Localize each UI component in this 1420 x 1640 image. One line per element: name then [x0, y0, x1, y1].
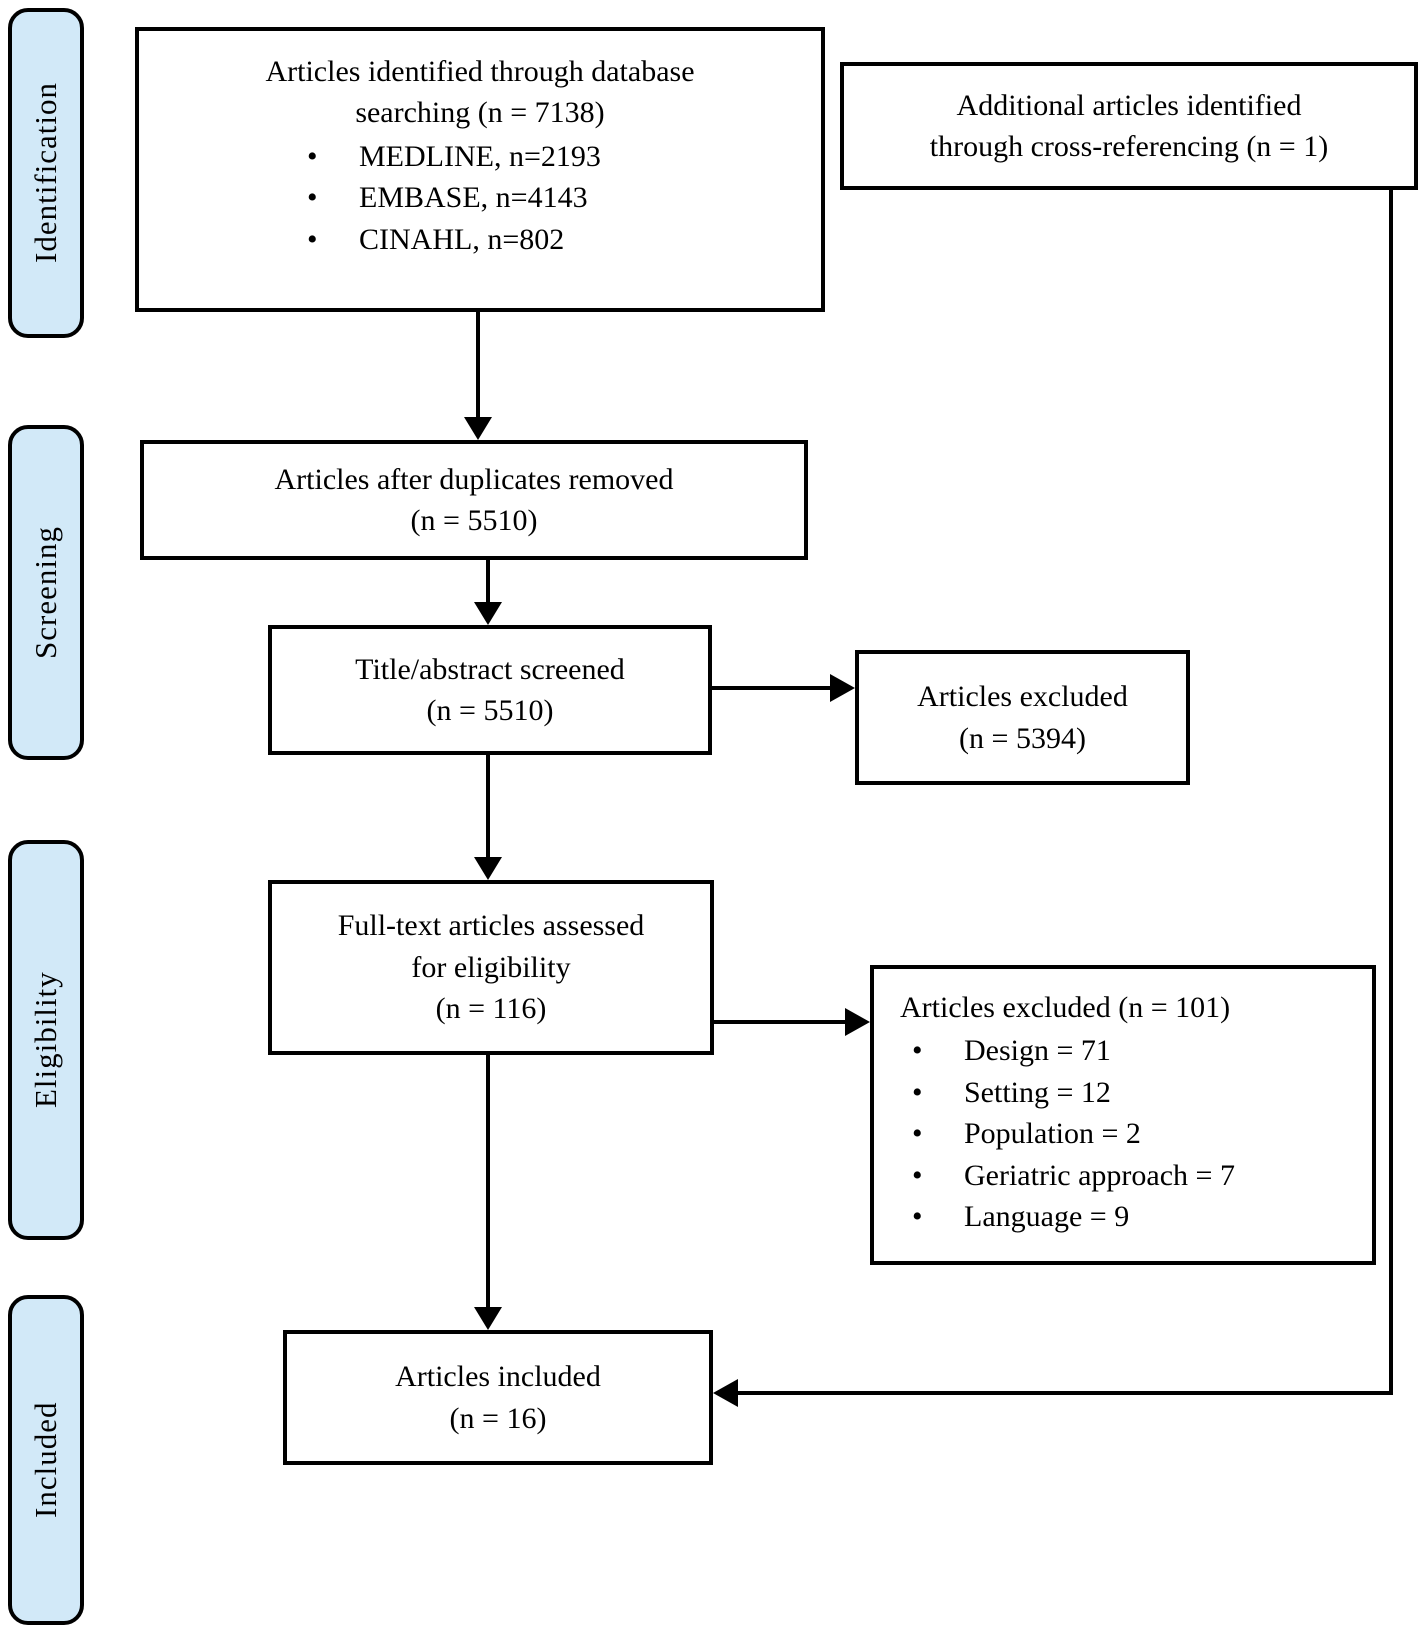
connector-screened-to-fulltext-line — [486, 755, 490, 860]
connector-crossref-elbow-horizontal-line — [736, 1391, 1393, 1395]
box-articles-included: Articles included (n = 16) — [283, 1330, 713, 1465]
connector-fulltext-to-included-arrowhead — [474, 1307, 502, 1330]
box-articles-included-line2: (n = 16) — [449, 1401, 547, 1435]
stage-label-included: Included — [8, 1295, 84, 1625]
box-excluded-full-text: Articles excluded (n = 101) Design = 71S… — [870, 965, 1376, 1265]
box-cross-referencing-line2: through cross-referencing (n = 1) — [929, 130, 1329, 163]
box-title-abstract-screened-line1: Title/abstract screened — [355, 652, 625, 686]
connector-identified-to-duplicates-arrowhead — [464, 417, 492, 440]
bullet-item: EMBASE, n=4143 — [307, 177, 821, 219]
box-cross-referencing: Additional articles identified through c… — [840, 62, 1418, 190]
stage-label-screening: Screening — [8, 425, 84, 760]
box-database-search-line1: Articles identified through database — [265, 55, 695, 88]
box-duplicates-removed: Articles after duplicates removed (n = 5… — [140, 440, 808, 560]
bullet-item: Population = 2 — [912, 1113, 1362, 1155]
connector-screened-to-excluded-arrowhead — [830, 674, 855, 702]
connector-crossref-to-included-arrowhead — [713, 1379, 738, 1407]
connector-crossref-elbow-vertical-line — [1389, 190, 1393, 1395]
box-title-abstract-screened: Title/abstract screened (n = 5510) — [268, 625, 712, 755]
box-full-text-assessed-line1: Full-text articles assessed — [337, 909, 645, 943]
bullet-item: Geriatric approach = 7 — [912, 1155, 1362, 1197]
box-duplicates-removed-line2: (n = 5510) — [410, 504, 538, 537]
box-articles-included-line1: Articles included — [395, 1360, 601, 1394]
bullet-item: MEDLINE, n=2193 — [307, 136, 821, 178]
box-excluded-screening: Articles excluded (n = 5394) — [855, 650, 1190, 785]
bullet-item: CINAHL, n=802 — [307, 219, 821, 261]
connector-duplicates-to-screened-arrowhead — [474, 602, 502, 625]
connector-duplicates-to-screened-line — [486, 560, 490, 604]
connector-identified-to-duplicates-line — [476, 312, 480, 420]
box-full-text-assessed-line3: (n = 116) — [435, 992, 547, 1026]
box-full-text-assessed-line2: for eligibility — [411, 950, 571, 984]
bullet-item: Setting = 12 — [912, 1072, 1362, 1114]
box-cross-referencing-line1: Additional articles identified — [956, 88, 1302, 122]
bullet-item: Design = 71 — [912, 1030, 1362, 1072]
connector-fulltext-to-excluded-line — [714, 1020, 847, 1024]
box-database-search-line2: searching (n = 7138) — [355, 96, 605, 130]
box-duplicates-removed-line1: Articles after duplicates removed — [274, 462, 674, 496]
excluded-full-text-bullet-list: Design = 71Setting = 12Population = 2Ger… — [912, 1030, 1362, 1237]
stage-label-identification: Identification — [8, 8, 84, 338]
box-database-search: Articles identified through database sea… — [135, 27, 825, 312]
box-full-text-assessed: Full-text articles assessed for eligibil… — [268, 880, 714, 1055]
connector-fulltext-to-excluded-arrowhead — [845, 1008, 870, 1036]
box-excluded-screening-line1: Articles excluded — [917, 680, 1128, 714]
connector-screened-to-excluded-line — [712, 686, 832, 690]
box-excluded-full-text-title: Articles excluded (n = 101) — [900, 991, 1231, 1024]
bullet-item: Language = 9 — [912, 1196, 1362, 1238]
box-excluded-screening-line2: (n = 5394) — [959, 721, 1086, 755]
database-search-bullet-list: MEDLINE, n=2193EMBASE, n=4143CINAHL, n=8… — [307, 136, 821, 261]
stage-label-eligibility: Eligibility — [8, 840, 84, 1240]
box-title-abstract-screened-line2: (n = 5510) — [426, 694, 554, 727]
connector-fulltext-to-included-line — [486, 1055, 490, 1310]
connector-screened-to-fulltext-arrowhead — [474, 857, 502, 880]
